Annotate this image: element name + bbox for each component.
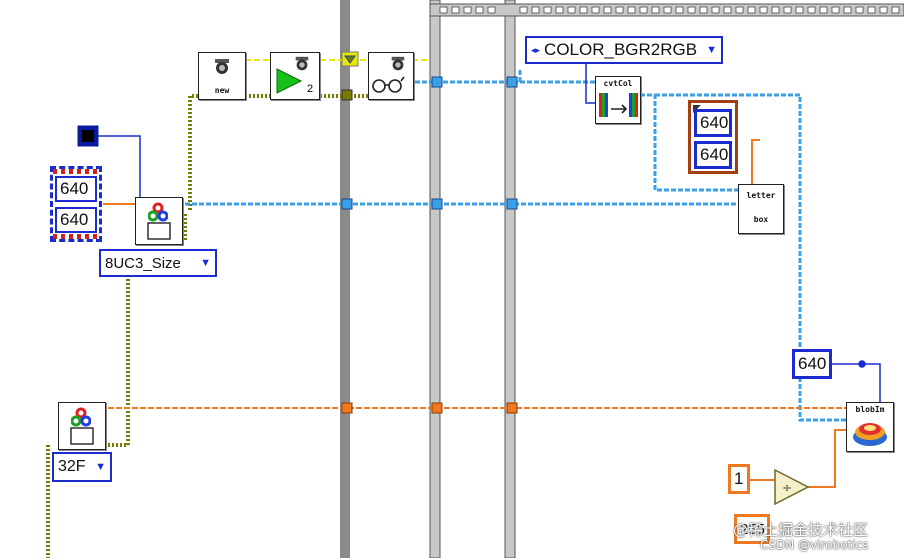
watermark-line-2: CSDN @virobotics <box>760 538 869 552</box>
camera-run-node[interactable]: 2 <box>270 52 320 100</box>
camera-read-node[interactable] <box>368 52 414 100</box>
enum-increment-icon[interactable]: ◂▸ <box>531 44 541 55</box>
play-icon <box>276 68 303 94</box>
camera-icon <box>391 56 405 71</box>
size-height-constant[interactable]: 640 <box>55 207 97 233</box>
mat-type-2-value: 32F <box>58 458 86 475</box>
cluster-wire <box>46 94 370 558</box>
letterbox-label-2: box <box>753 215 769 224</box>
chevron-down-icon[interactable]: ▼ <box>95 461 106 473</box>
camera-icon <box>215 59 229 74</box>
blob-icon <box>853 423 887 446</box>
blob-from-image-node[interactable]: blobIm <box>846 402 894 452</box>
chevron-down-icon[interactable]: ▼ <box>706 44 717 56</box>
sequence-frame-left <box>429 0 441 558</box>
watermark-line-1: @稀土掘金技术社区 <box>733 521 869 539</box>
mat-icon <box>147 222 171 240</box>
size-height-constant-2[interactable]: 640 <box>694 141 732 169</box>
letterbox-node[interactable]: letter box <box>738 184 784 234</box>
size-width-constant-2[interactable]: 640 <box>694 109 732 137</box>
size-cluster-right[interactable]: 640 640 <box>688 100 738 174</box>
opencv-icon <box>71 407 91 427</box>
mat-icon <box>70 427 94 445</box>
mat-type-enum-2[interactable]: 32F ▼ <box>52 452 112 482</box>
mat-create-node-2[interactable] <box>58 402 106 450</box>
cvtcolor-node[interactable]: cvtCol <box>595 76 641 124</box>
mat-type-value: 8UC3_Size <box>105 254 181 272</box>
glasses-icon <box>372 76 405 93</box>
divide-node: ÷ <box>774 468 810 506</box>
camera-new-node[interactable]: new <box>198 52 246 100</box>
blob-label: blobIm <box>855 405 885 414</box>
size-cluster-left[interactable]: 640 640 <box>50 166 102 242</box>
scale-numerator-constant[interactable]: 1 <box>728 464 750 494</box>
new-node-label: new <box>214 86 230 95</box>
tunnels <box>341 51 518 414</box>
opencv-icon <box>148 202 168 222</box>
color-conversion-enum[interactable]: ◂▸ COLOR_BGR2RGB ▼ <box>525 36 723 64</box>
mat-create-node[interactable] <box>135 197 183 245</box>
sequence-frame-right <box>504 0 516 558</box>
sequence-frame-holes <box>439 6 900 14</box>
color-convert-icon <box>599 93 638 117</box>
chevron-down-icon[interactable]: ▼ <box>200 257 211 269</box>
size-width-constant[interactable]: 640 <box>55 176 97 202</box>
color-conversion-value: COLOR_BGR2RGB <box>544 40 698 59</box>
svg-text:÷: ÷ <box>782 481 792 495</box>
scale-denominator-constant[interactable]: 255 <box>734 514 770 544</box>
blob-size-constant[interactable]: 640 <box>792 349 832 379</box>
enum-wire <box>88 60 881 420</box>
cvtcolor-label: cvtCol <box>603 79 633 88</box>
image-wire <box>185 70 848 422</box>
camera-icon <box>295 56 309 71</box>
run-count: 2 <box>307 83 314 95</box>
outer-loop-frame-bar <box>340 0 350 558</box>
letterbox-label-1: letter <box>746 191 776 200</box>
mat-type-enum[interactable]: 8UC3_Size ▼ <box>99 249 217 277</box>
